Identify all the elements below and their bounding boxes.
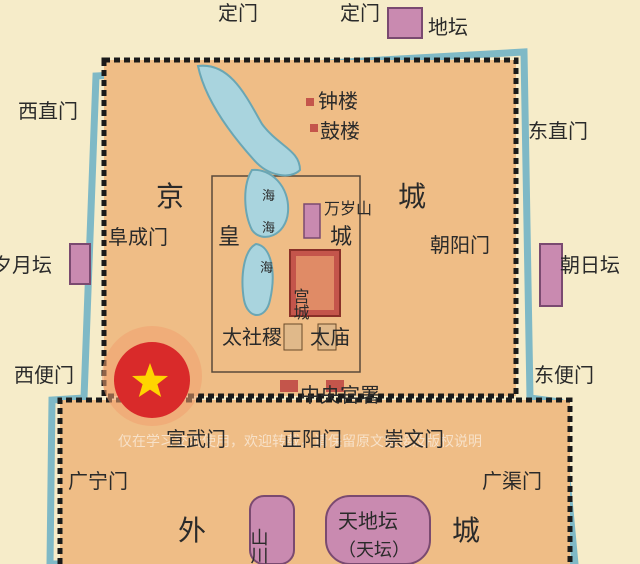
sheji-label: 太社稷	[222, 325, 282, 349]
bell-tower-marker	[306, 98, 314, 106]
zhonglou-label: 钟楼	[318, 89, 358, 113]
wansuishan-label: 万岁山	[324, 199, 372, 218]
central-office-block	[280, 380, 298, 392]
lake-label-1: 海	[262, 189, 275, 204]
xizhimen-label: 西直门	[18, 99, 78, 123]
imperial-label-huang: 皇	[218, 225, 240, 250]
ritan-altar	[539, 243, 563, 307]
tiantan-label: 天地坛	[338, 509, 398, 533]
lake-south	[241, 242, 274, 316]
taimiao-temple	[317, 323, 337, 351]
chongwenmen-label: 崇文门	[384, 427, 444, 451]
fuchengmen-label: 阜成门	[108, 225, 168, 249]
outer-city-label-wai: 外	[178, 514, 206, 547]
imperial-label-cheng: 城	[330, 225, 352, 250]
forbidden-city-inner	[296, 256, 334, 310]
wansuishan-hill	[303, 203, 321, 239]
xuanwumen-label: 宣武门	[166, 427, 226, 451]
lake-middle	[244, 168, 290, 238]
inner-city-wall	[101, 57, 519, 399]
ritan-label: 朝日坛	[560, 253, 620, 277]
lake-north	[196, 64, 302, 177]
shanchuan-label: 山川	[248, 528, 269, 564]
tiantan-altar	[325, 495, 431, 564]
sheji-altar	[283, 323, 303, 351]
outer-city	[60, 400, 570, 564]
gate-label-top-left: 定门	[218, 1, 258, 25]
forbidden-city-label: 宫城	[291, 288, 310, 321]
gate-label-top-mid: 定门	[340, 1, 380, 25]
gulou-label: 鼓楼	[320, 119, 360, 143]
ditan-altar	[387, 7, 423, 39]
outer-city-wall	[57, 397, 573, 564]
inner-city-label-cheng: 城	[398, 180, 426, 213]
inner-city-label-jing: 京	[156, 180, 184, 213]
inner-city-moat	[46, 48, 579, 564]
tiantan-sub-label: （天坛）	[338, 540, 410, 561]
drum-tower-marker	[310, 124, 318, 132]
outer-city-label-cheng: 城	[452, 514, 480, 547]
lake-label-3: 海	[260, 261, 273, 276]
central-offices-label: 中央官署	[300, 383, 380, 407]
shanchuan-altar	[249, 495, 295, 564]
chaoyangmen-label: 朝阳门	[430, 233, 490, 257]
yuetan-label: 夕月坛	[0, 253, 52, 277]
ditan-label: 地坛	[428, 15, 468, 39]
star-icon	[132, 363, 168, 397]
yuetan-altar	[69, 243, 91, 285]
guangqumen-label: 广渠门	[482, 469, 542, 493]
imperial-city-wall	[211, 175, 361, 373]
guangningmen-label: 广宁门	[68, 469, 128, 493]
watermark-text: 仅在学习交流使用，欢迎转载，请保留原文链接及版权说明	[118, 433, 482, 450]
taimiao-label: 太庙	[310, 325, 350, 349]
zhengyangmen-label: 正阳门	[282, 427, 342, 451]
central-office-block-2	[326, 380, 344, 392]
dongzhimen-label: 东直门	[528, 119, 588, 143]
dongbianmen-label: 东便门	[534, 363, 594, 387]
lake-label-2: 海	[262, 221, 275, 236]
xibianmen-label: 西便门	[14, 363, 74, 387]
